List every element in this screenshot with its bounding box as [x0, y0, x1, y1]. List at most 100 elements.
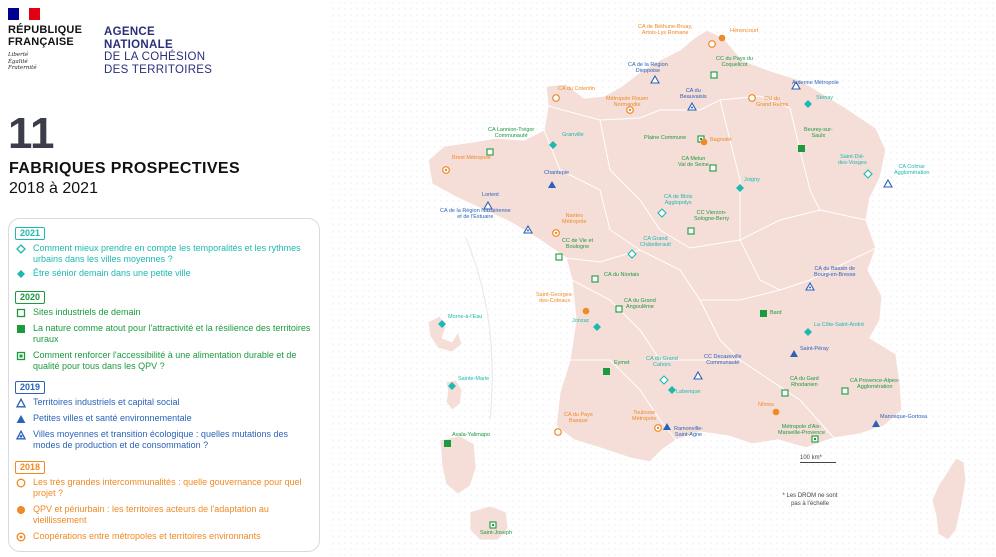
legend-item: Les très grandes intercommunalités : que…: [15, 477, 315, 499]
map-marker: [615, 305, 623, 313]
guyane-shape: [439, 435, 477, 495]
legend-item: QPV et périurbain : les territoires acte…: [15, 504, 315, 526]
legend-item: La nature comme atout pour l'attractivit…: [15, 323, 315, 345]
map-label: Beurey-sur-Saulx: [804, 127, 833, 140]
anct-logo-text: AGENCE NATIONALE DE LA COHÉSION DES TERR…: [104, 26, 213, 76]
map-marker: [804, 100, 812, 108]
mainland-france-shape: [427, 29, 903, 463]
map-marker: [444, 440, 451, 447]
map-label: Saint-Georges-des-Coteaux: [536, 292, 574, 305]
scale-bar: [800, 462, 836, 463]
legend-item: Coopérations entre métropoles et territo…: [15, 531, 315, 542]
drom-separator-curve: [465, 237, 493, 421]
map-marker: [693, 370, 703, 380]
map-label: Nîmes: [758, 402, 774, 408]
map-label: Ramonville-Saint-Agne: [674, 426, 704, 439]
map-label: Joigny: [744, 177, 760, 183]
map-marker: [700, 138, 708, 146]
map-label: Brest Métropole: [452, 155, 491, 161]
legend-item: Petites villes et santé environnementale: [15, 413, 315, 424]
map-label: Bard: [770, 310, 782, 316]
map-marker: [582, 307, 590, 315]
map-label: CA du Niortais: [604, 272, 640, 278]
page-title: FABRIQUES PROSPECTIVES: [9, 160, 241, 177]
map-marker: [448, 382, 456, 390]
map-label: Avala-Yalimapo: [452, 432, 491, 438]
map-label: Labenque: [676, 389, 701, 395]
map-markers: [438, 34, 893, 529]
legend-item: Sites industriels de demain: [15, 307, 315, 318]
map-label: Saint-Dié-des-Vosges: [838, 154, 867, 167]
map-marker: [709, 164, 717, 172]
map-label: La Côte-Saint-André: [814, 322, 865, 328]
map-marker: [736, 184, 744, 192]
map-marker: [603, 368, 610, 375]
map-label: Saint-Péray: [800, 346, 829, 352]
map-marker: [657, 208, 667, 218]
map-marker: [555, 253, 563, 261]
reunion-shape: [469, 505, 509, 541]
map-label: Chantepie: [544, 170, 570, 176]
map-marker: [841, 387, 849, 395]
hollow-diamond-icon: [15, 243, 27, 254]
map-label: Hénencourt: [730, 28, 759, 34]
map-label: Eymet: [614, 360, 630, 366]
corsica-shape: [931, 457, 967, 541]
map-marker: [668, 386, 676, 394]
dotted-triangle-icon: [15, 429, 27, 440]
hollow-square-icon: [15, 307, 27, 318]
legend-year-2021: 2021: [15, 227, 46, 240]
republique-francaise-title: RÉPUBLIQUE FRANÇAISE: [8, 24, 83, 48]
legend-item: Villes moyennes et transition écologique…: [15, 429, 315, 451]
drom-note: * Les DROM ne sont pas à l'échelle: [782, 493, 838, 507]
map-marker: [772, 408, 780, 416]
map-label: Stenay: [816, 95, 834, 101]
map-marker: [486, 148, 494, 156]
map-label: Jonzac: [572, 318, 590, 324]
map-label: Granville: [562, 132, 584, 138]
map-label: Manosque-Gortosa: [880, 414, 928, 420]
map-marker: [650, 74, 660, 84]
map-label: Bagnolet: [710, 137, 732, 143]
filled-triangle-icon: [15, 413, 27, 424]
map-label: Sainte-Marie: [458, 376, 490, 382]
legend-year-2019: 2019: [15, 381, 46, 394]
scale-label: 100 km*: [800, 455, 823, 461]
map-marker: [627, 249, 637, 259]
map-marker: [748, 94, 756, 102]
map-marker: [791, 80, 801, 90]
filled-square-icon: [15, 323, 27, 334]
map-label: Ardenne Métropole: [792, 80, 839, 86]
map-marker: [552, 94, 560, 102]
map-marker: [760, 310, 767, 317]
french-flag-icon: [8, 8, 41, 20]
map-marker: [591, 275, 599, 283]
legend-year-2020: 2020: [15, 291, 46, 304]
map-marker: [483, 200, 493, 210]
map-label: Métropole d'Aix-Marseille-Provence: [778, 424, 826, 437]
hollow-circle-icon: [15, 477, 27, 488]
legend-item: Comment mieux prendre en compte les temp…: [15, 243, 315, 265]
dotted-square-icon: [15, 350, 27, 361]
legend-year-2018: 2018: [15, 461, 46, 474]
map-marker: [798, 145, 805, 152]
map-marker: [790, 350, 798, 357]
map-label: Saint-Joseph: [480, 530, 513, 536]
map-marker: [781, 389, 789, 397]
map-label: Lorient: [482, 192, 499, 198]
page-number: 11: [8, 109, 55, 158]
